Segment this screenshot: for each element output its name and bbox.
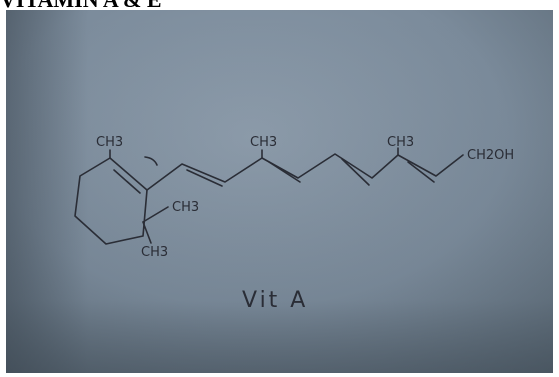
chain-methyl-1-label: CH3 — [250, 135, 277, 150]
structure-labels: CH3 CH3 CH3 CH3 CH3 CH2OH Vit A — [96, 135, 514, 313]
ink-tick-mark — [144, 156, 158, 166]
double-bond-2 — [268, 161, 301, 183]
paper-bottom-shadow — [6, 10, 553, 373]
double-bond-3 — [341, 158, 370, 186]
ring-methyl-bond-right — [142, 206, 169, 223]
side-chain-bonds — [146, 153, 464, 191]
chain-methyl-2-label: CH3 — [387, 135, 414, 150]
ring-methyl-bottom-label: CH3 — [141, 245, 168, 260]
vitamin-a-structure — [74, 147, 464, 245]
end-group-label: CH2OH — [467, 148, 514, 163]
double-bond-1 — [186, 169, 223, 187]
ring-methyl-top-label: CH3 — [96, 135, 123, 150]
double-bond-4 — [407, 161, 435, 183]
ring-methyl-bond-down — [142, 221, 152, 244]
page-heading: VITAMIN A & E — [0, 0, 162, 13]
ring-double-bond — [113, 169, 141, 194]
caption-label: Vit A — [242, 288, 308, 313]
ring-methyl-right-label: CH3 — [172, 200, 199, 215]
